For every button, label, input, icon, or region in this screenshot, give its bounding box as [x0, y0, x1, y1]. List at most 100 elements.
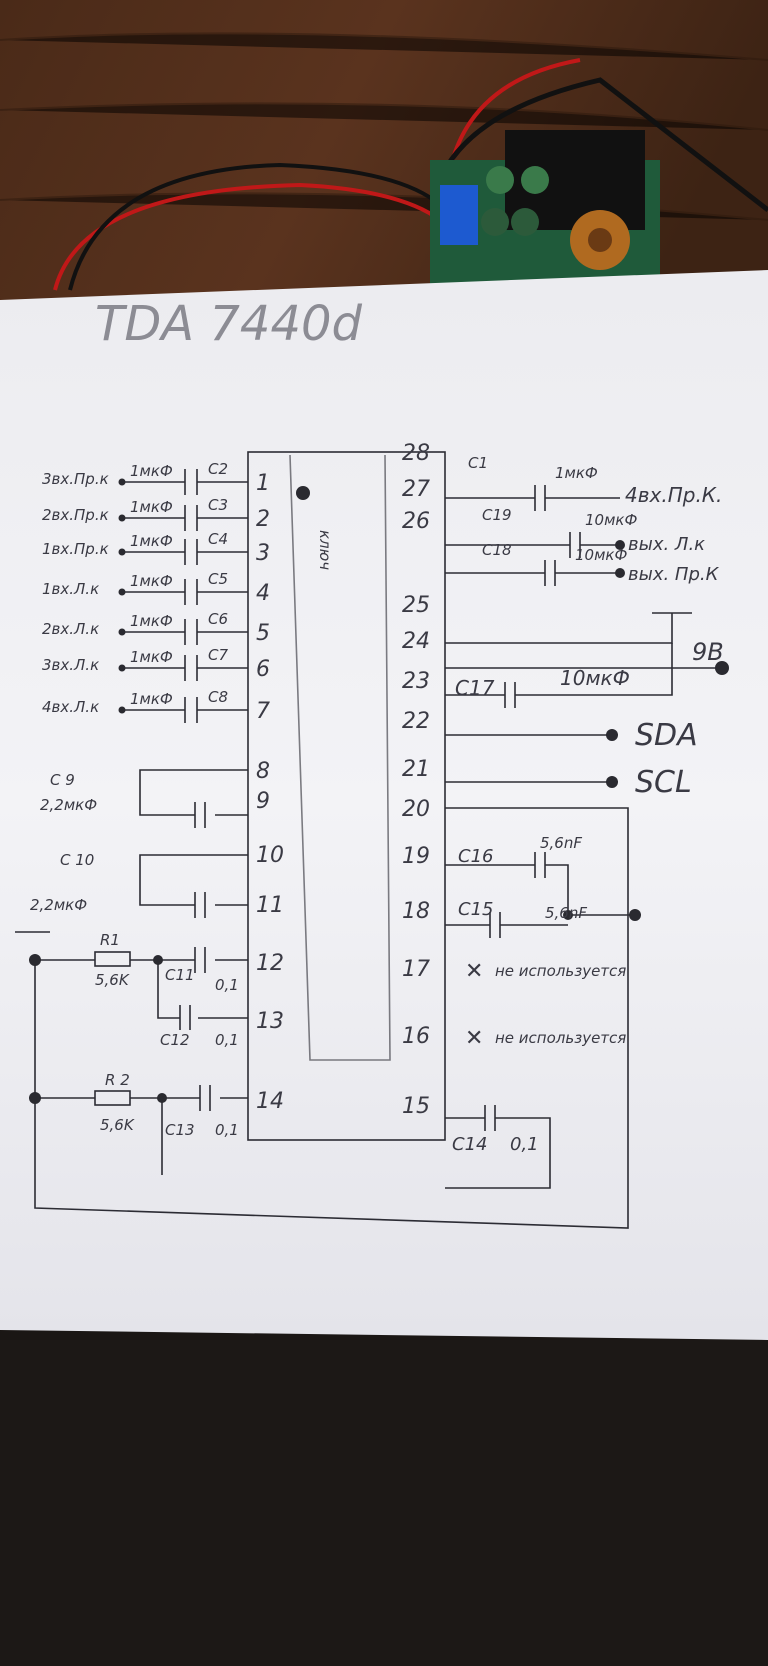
cap-label: C7: [208, 646, 228, 664]
pin-10: 10: [256, 843, 284, 868]
pin-17: 17: [402, 957, 430, 982]
c9-label: C 9: [50, 771, 75, 789]
input-label: 4вх.Л.к: [42, 698, 99, 716]
input-capacitor-line: [125, 469, 248, 495]
input-label: 2вх.Пр.к: [42, 506, 109, 524]
scl-label: SCL: [635, 765, 692, 800]
pin-22: 22: [402, 709, 430, 734]
pin-13: 13: [256, 1009, 284, 1034]
pin-11: 11: [256, 893, 284, 918]
c19-value: 10мкФ: [585, 511, 637, 529]
c9-value: 2,2мкФ: [40, 796, 97, 814]
c15-label: C15: [458, 899, 493, 920]
pin-9: 9: [256, 789, 270, 814]
r2-value: 5,6K: [100, 1116, 135, 1134]
c11-value: 0,1: [215, 976, 239, 994]
input-terminal-dot: [118, 628, 126, 636]
r2-label: R 2: [105, 1071, 130, 1089]
output-left-label: вых. Л.к: [628, 534, 705, 555]
c1-value: 1мкФ: [555, 464, 598, 482]
pin-14: 14: [256, 1089, 284, 1114]
cap-label: C5: [208, 570, 228, 588]
pin-12: 12: [256, 951, 284, 976]
c10-value: 2,2мкФ: [30, 896, 87, 914]
c14-label: C14: [452, 1134, 487, 1155]
input-label: 2вх.Л.к: [42, 620, 99, 638]
pin-17-not-used: не используется: [495, 962, 626, 980]
pin-15: 15: [402, 1094, 430, 1119]
c10-label: C 10: [60, 851, 94, 869]
cap-value: 1мкФ: [130, 532, 173, 550]
input-terminal-dot: [118, 478, 126, 486]
cap-value: 1мкФ: [130, 462, 173, 480]
cap-value: 1мкФ: [130, 690, 173, 708]
c13-label: C13: [165, 1121, 195, 1139]
cap-label: C6: [208, 610, 228, 628]
r1-label: R1: [100, 931, 120, 949]
input-4-right-label: 4вх.Пр.К.: [625, 483, 722, 507]
c18-label: C18: [482, 541, 512, 559]
cap-label: C3: [208, 496, 228, 514]
pin-20: 20: [402, 797, 430, 822]
red-wire: [53, 182, 442, 291]
key-label: ключ: [316, 530, 334, 570]
r1-value: 5,6K: [95, 971, 130, 989]
c14-value: 0,1: [510, 1134, 539, 1155]
key-dot: [296, 486, 310, 500]
c12-label: C12: [160, 1031, 190, 1049]
c12-value: 0,1: [215, 1031, 239, 1049]
black-wire: [68, 162, 442, 291]
pin-26: 26: [402, 509, 430, 534]
cap-label: C8: [208, 688, 228, 706]
not-used-mark-17: ✕: [465, 959, 483, 984]
c1-label: C1: [468, 454, 488, 472]
input-terminal-dot: [118, 514, 126, 522]
input-label: 1вх.Л.к: [42, 580, 99, 598]
cap-value: 1мкФ: [130, 612, 173, 630]
output-right-label: вых. Пр.К: [628, 564, 720, 585]
paper-sheet: [0, 270, 768, 1340]
pin-27: 27: [402, 477, 430, 502]
sda-label: SDA: [635, 718, 698, 753]
pin-25: 25: [402, 593, 430, 618]
input-terminal-dot: [118, 588, 126, 596]
pin-24: 24: [402, 629, 430, 654]
pin-4: 4: [256, 581, 270, 606]
cap-value: 1мкФ: [130, 572, 173, 590]
ic-body: [247, 451, 446, 1141]
pin-7: 7: [256, 699, 270, 724]
c16-value: 5,6nF: [540, 834, 582, 852]
input-capacitor-line: [125, 579, 248, 605]
dark-floor: [0, 1340, 768, 1666]
input-label: 3вх.Пр.к: [42, 470, 109, 488]
cap-value: 1мкФ: [130, 498, 173, 516]
c19-label: C19: [482, 506, 512, 524]
pin-16-not-used: не используется: [495, 1029, 626, 1047]
cap-value: 1мкФ: [130, 648, 173, 666]
cap-label: C4: [208, 530, 228, 548]
pin-28: 28: [402, 441, 430, 466]
input-capacitor-line: [125, 655, 248, 681]
cap-label: C2: [208, 460, 228, 478]
input-label: 1вх.Пр.к: [42, 540, 109, 558]
pin-3: 3: [256, 541, 270, 566]
pin-6: 6: [256, 657, 270, 682]
pin-8: 8: [256, 759, 270, 784]
pin-16: 16: [402, 1024, 430, 1049]
c15-value: 5,6nF: [545, 904, 587, 922]
c18-value: 10мкФ: [575, 546, 627, 564]
input-terminal-dot: [118, 548, 126, 556]
pin-2: 2: [256, 507, 270, 532]
pin-1: 1: [256, 471, 270, 496]
input-capacitor-line: [125, 539, 248, 565]
c17-value: 10мкФ: [560, 666, 630, 690]
pin-5: 5: [256, 621, 270, 646]
pin-19: 19: [402, 844, 430, 869]
dc-dc-converter-board: [430, 130, 660, 285]
input-terminal-dot: [118, 706, 126, 714]
input-capacitor-line: [125, 619, 248, 645]
input-capacitor-line: [125, 505, 248, 531]
c16-label: C16: [458, 846, 493, 867]
